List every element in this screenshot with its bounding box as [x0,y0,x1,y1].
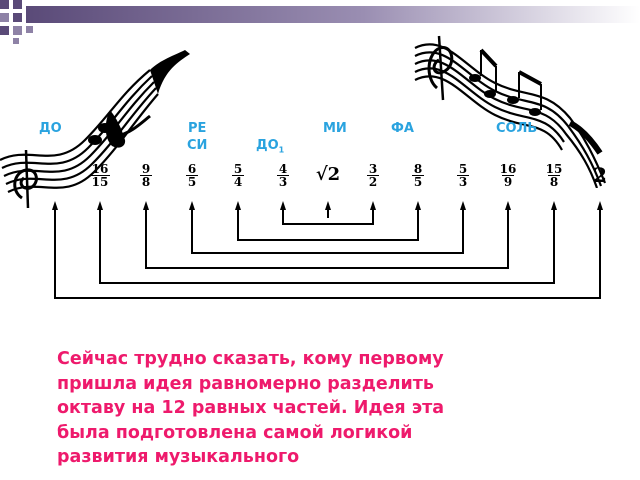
tick-arrowhead [460,201,466,210]
tick-arrowhead [370,201,376,210]
sqrt-value: √2 [315,164,341,185]
fraction-denominator: 3 [456,175,470,189]
body-paragraph: Сейчас трудно сказать, кому первому приш… [57,349,445,467]
note-do: ДО [39,121,62,136]
fraction-denominator: 15 [89,175,111,189]
interval-diagram [52,201,603,299]
interval-bracket [145,214,509,269]
interval-bracket [237,214,419,241]
ratio-label: √2 [315,160,341,184]
fraction-denominator: 9 [501,175,515,189]
fraction-numerator: 5 [233,162,243,176]
tick-arrowhead [189,201,195,210]
fraction-numerator: 15 [545,162,563,176]
checker-squares-icon [0,0,33,44]
note-sol: СОЛЬ [496,121,537,136]
note-mi: МИ [323,121,347,136]
fraction-denominator: 8 [139,175,153,189]
fraction-numerator: 6 [187,162,197,176]
tick-arrowhead [280,201,286,210]
fraction-denominator: 2 [366,175,380,189]
note-re: РЕ [188,121,206,136]
fraction-denominator: 4 [231,175,245,189]
note-si: СИ [187,138,207,153]
fraction-numerator: 16 [499,162,517,176]
tick-arrowhead [415,201,421,210]
fraction-numerator: 16 [91,162,109,176]
note-do1: ДО1 [256,138,284,155]
tick-arrowhead [97,201,103,210]
note-subscript: 1 [278,145,285,155]
note-label: РЕ [188,121,207,136]
tick-arrowhead [143,201,149,210]
tick-arrowhead [235,201,241,210]
fraction-numerator: 4 [278,162,288,176]
note-label: СИ [187,138,208,153]
interval-bracket [99,214,555,284]
whole-value: 2 [593,163,607,187]
fraction-denominator: 3 [276,175,290,189]
fraction-numerator: 3 [368,162,378,176]
octave-bracket [54,214,601,299]
tick-arrowhead [52,201,58,210]
note-label: ДО [39,121,62,136]
interval-bracket [282,214,374,225]
note-label: СОЛЬ [496,121,538,136]
music-staff-scroll-icon [0,50,190,209]
tick-arrowhead [551,201,557,210]
fraction-numerator: 8 [413,162,423,176]
note-label: ФА [391,121,414,136]
fraction-denominator: 8 [547,175,561,189]
fraction-numerator: 9 [141,162,151,176]
tick-arrowhead [325,201,331,210]
interval-bracket [191,214,464,254]
fraction-denominator: 5 [411,175,425,189]
note-label: МИ [323,121,347,136]
tick-arrowhead [505,201,511,210]
title-bar-decoration [0,0,640,44]
fraction-denominator: 5 [185,175,199,189]
fraction-numerator: 5 [458,162,468,176]
music-staff-scroll-icon [414,35,607,188]
note-label: ДО [256,138,279,153]
ratio-label: 2 [587,160,613,185]
tick-arrowhead [597,201,603,210]
note-fa: ФА [391,121,414,136]
